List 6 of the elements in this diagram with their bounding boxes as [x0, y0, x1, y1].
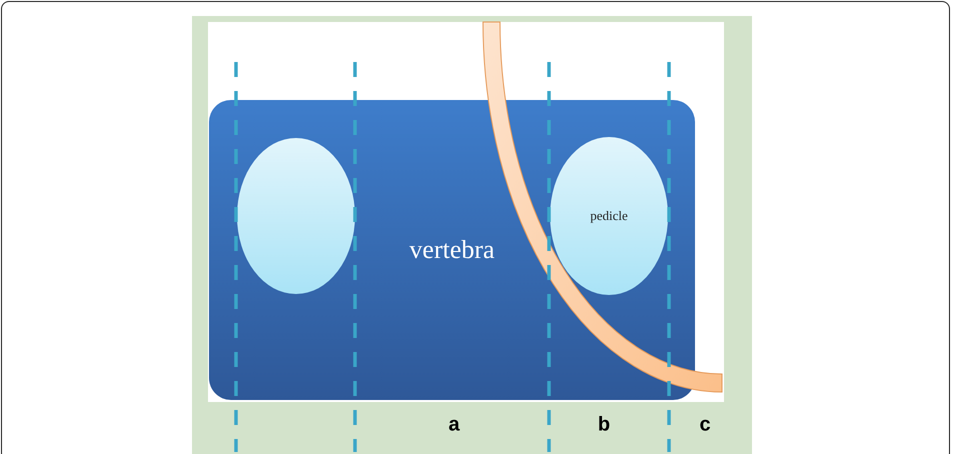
vertebra-body [209, 100, 695, 400]
region-label: c [699, 414, 711, 436]
region-label: a [448, 414, 460, 436]
node-label: vertebra [409, 235, 495, 265]
node-label: pedicle [590, 208, 628, 224]
region-label: b [598, 414, 610, 436]
